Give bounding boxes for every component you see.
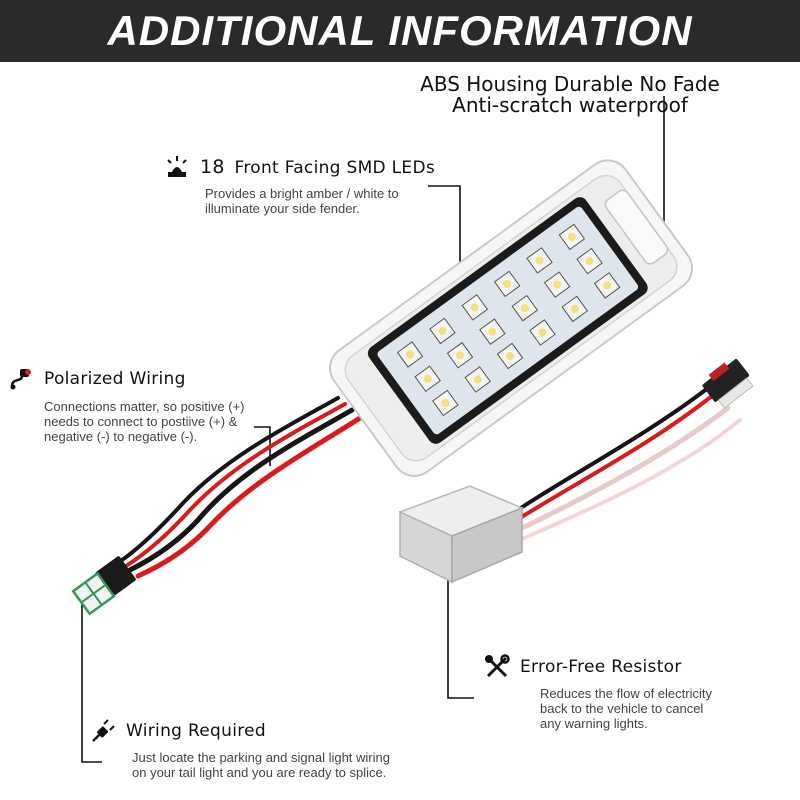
resistor-desc-line2: back to the vehicle to cancel (540, 701, 704, 716)
tools-icon (484, 654, 510, 680)
led-light-icon (164, 154, 190, 180)
feature-leds: 18 Front Facing SMD LEDs Provides a brig… (164, 154, 464, 216)
led-feature-title: Front Facing SMD LEDs (234, 158, 435, 178)
header-banner: ADDITIONAL INFORMATION (0, 0, 800, 62)
resistor-desc-line1: Reduces the flow of electricity (540, 686, 712, 701)
housing-note: ABS Housing Durable No Fade Anti-scratch… (400, 74, 740, 116)
polarized-leader-line (254, 426, 271, 466)
led-count: 18 (200, 156, 225, 178)
resistor-feature-description: Reduces the flow of electricity back to … (540, 686, 794, 731)
polarized-desc-line3: negative (-) to negative (-). (44, 429, 198, 444)
feature-wiring-required: Wiring Required Just locate the parking … (90, 718, 450, 780)
left-connector (71, 556, 136, 616)
housing-note-line1: ABS Housing Durable No Fade (420, 72, 720, 96)
led-feature-description: Provides a bright amber / white to illum… (205, 186, 464, 216)
feature-polarized-wiring: Polarized Wiring Connections matter, so … (8, 366, 308, 444)
polarized-desc-line2: needs to connect to postiive (+) & (44, 414, 238, 429)
wiring-feature-title: Wiring Required (126, 721, 267, 741)
right-connector (702, 359, 754, 409)
led-desc-line2: illuminate your side fender. (205, 201, 360, 216)
wiring-feature-description: Just locate the parking and signal light… (132, 750, 450, 780)
polarized-feature-title: Polarized Wiring (44, 369, 186, 389)
housing-note-line2: Anti-scratch waterproof (452, 93, 688, 117)
polarized-plug-icon (8, 366, 34, 392)
lamp-housing (329, 159, 694, 477)
wiring-desc-line1: Just locate the parking and signal light… (132, 750, 390, 765)
lamp-wires (120, 396, 363, 579)
wiring-leader-line (81, 598, 102, 763)
polarized-desc-line1: Connections matter, so positive (+) (44, 399, 245, 414)
plug-icon (90, 718, 116, 744)
resistor-feature-title: Error-Free Resistor (520, 657, 682, 677)
page-title: ADDITIONAL INFORMATION (107, 7, 693, 54)
led-array (396, 223, 621, 417)
resistor-leader-line (447, 578, 474, 699)
polarized-feature-description: Connections matter, so positive (+) need… (44, 399, 308, 444)
led-desc-line1: Provides a bright amber / white to (205, 186, 399, 201)
resistor-box (398, 485, 524, 584)
wiring-desc-line2: on your tail light and you are ready to … (132, 765, 387, 780)
resistor-desc-line3: any warning lights. (540, 716, 648, 731)
feature-error-free-resistor: Error-Free Resistor Reduces the flow of … (484, 654, 794, 731)
resistor-wires (498, 386, 742, 546)
